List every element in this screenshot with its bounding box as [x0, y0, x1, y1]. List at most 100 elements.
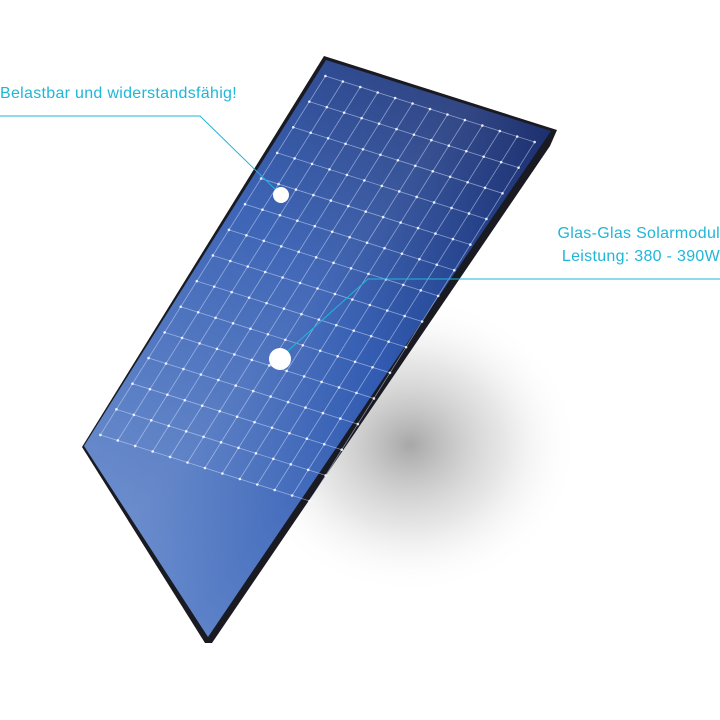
panel-sheen [84, 60, 551, 637]
callout-right-power: Leistung: 380 - 390W [561, 248, 720, 265]
cell-corner-dot [297, 250, 301, 254]
cell-corner-dot [393, 96, 397, 100]
cell-corner-dot [367, 272, 370, 276]
cell-corner-dot [272, 457, 275, 461]
cell-corner-dot [436, 294, 440, 298]
cell-corner-dot [363, 179, 366, 182]
cell-corner-dot [221, 472, 224, 475]
cell-corner-dot [265, 301, 268, 305]
cell-corner-dot [309, 131, 312, 135]
cell-corner-dot [341, 80, 345, 83]
cell-corner-dot [404, 345, 408, 349]
cell-corner-dot [219, 441, 223, 444]
cell-corner-dot [230, 290, 233, 294]
cell-corner-dot [293, 157, 296, 160]
cell-corner-dot [467, 212, 471, 215]
cell-corner-dot [342, 111, 346, 114]
cell-corner-dot [416, 226, 420, 230]
cell-corner-dot [387, 340, 390, 343]
callout-line-left [0, 115, 282, 196]
cell-corner-dot [168, 455, 172, 459]
cell-corner-dot [434, 232, 437, 235]
cell-corner-dot [312, 193, 315, 197]
cell-corner-dot [481, 124, 484, 127]
cell-corner-dot [275, 151, 279, 155]
cell-corner-dot [333, 292, 337, 296]
cell-corner-dot [148, 387, 152, 391]
cell-corner-dot [450, 206, 453, 210]
cell-corner-dot [381, 215, 385, 219]
cell-corner-dot [395, 127, 398, 131]
cell-corner-dot [289, 463, 293, 466]
cell-corner-dot [323, 442, 326, 446]
cell-corner-dot [396, 158, 400, 162]
cell-corner-dot [202, 435, 205, 439]
cell-corner-dot [372, 397, 376, 400]
cell-corner-dot [501, 192, 504, 195]
cell-corner-dot [432, 201, 436, 204]
cell-corner-dot [328, 168, 331, 171]
cell-corner-dot [184, 430, 188, 433]
cell-corner-dot [469, 243, 472, 246]
cell-corner-dot [336, 354, 339, 358]
cell-corner-dot [330, 230, 334, 234]
cell-corner-dot [371, 365, 374, 369]
cell-corner-dot [325, 105, 329, 109]
cell-corner-dot [249, 327, 252, 331]
cell-corner-dot [344, 142, 347, 146]
cell-corner-dot [211, 254, 215, 257]
cell-corner-dot [254, 452, 258, 455]
cell-corner-dot [324, 74, 327, 78]
cell-corner-dot [377, 122, 381, 125]
cell-corner-dot [305, 437, 309, 441]
cell-corner-dot [229, 259, 232, 263]
cell-corner-dot [498, 129, 502, 133]
cell-corner-dot [533, 140, 536, 144]
cell-corner-dot [279, 245, 283, 248]
cell-corner-dot [259, 177, 263, 180]
cell-corner-dot [237, 446, 240, 450]
cell-corner-dot [517, 166, 520, 169]
cell-corner-dot [163, 331, 166, 334]
cell-corner-dot [284, 338, 287, 342]
cell-corner-dot [214, 316, 217, 320]
cell-corner-dot [329, 199, 333, 202]
cell-corner-dot [314, 256, 318, 259]
cell-corner-dot [402, 283, 405, 287]
cell-corner-dot [418, 257, 421, 261]
cell-corner-dot [337, 386, 341, 389]
cell-corner-dot [116, 439, 120, 442]
cell-corner-dot [334, 323, 338, 327]
cell-corner-dot [419, 289, 423, 292]
cell-corner-dot [203, 466, 207, 470]
cell-corner-dot [397, 190, 401, 193]
cell-corner-dot [483, 186, 487, 190]
cell-corner-dot [385, 309, 389, 312]
cell-corner-dot [133, 444, 137, 448]
cell-corner-dot [294, 188, 298, 191]
cell-corner-dot [412, 133, 416, 136]
cell-corner-dot [286, 400, 290, 404]
cell-corner-dot [164, 362, 168, 365]
cell-corner-dot [356, 422, 360, 426]
cell-corner-dot [365, 241, 369, 245]
cell-corner-dot [310, 162, 314, 166]
cell-corner-dot [399, 221, 402, 224]
cell-corner-dot [308, 100, 311, 103]
callout-marker-left[interactable] [273, 187, 289, 203]
cell-corner-dot [388, 371, 392, 375]
cell-corner-dot [313, 224, 317, 228]
cell-corner-dot [281, 276, 284, 279]
cell-corner-dot [217, 378, 220, 382]
cell-corner-dot [499, 160, 503, 164]
cell-corner-dot [267, 364, 271, 367]
cell-corner-dot [345, 173, 349, 177]
cell-corner-dot [358, 85, 362, 89]
cell-corner-dot [448, 175, 452, 179]
cell-corner-dot [291, 125, 295, 129]
callout-marker-right[interactable] [269, 348, 291, 370]
cell-corner-dot [285, 369, 289, 373]
cell-corner-dot [340, 448, 344, 452]
cell-corner-dot [199, 373, 203, 376]
